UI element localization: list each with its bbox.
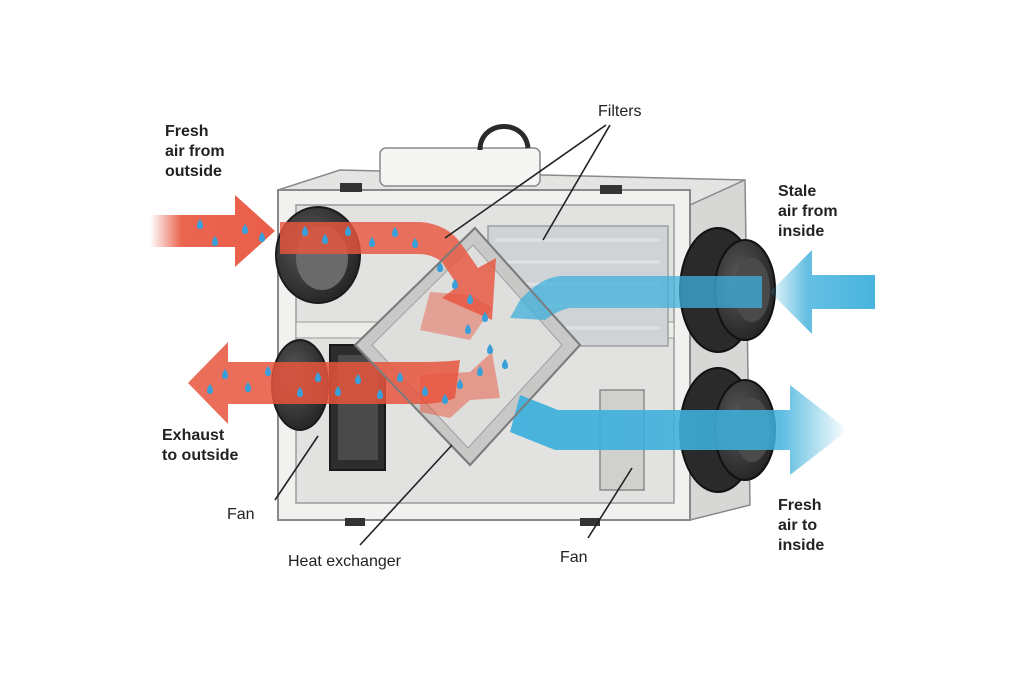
droplet <box>457 379 463 389</box>
arrow-stale-air-in <box>510 250 875 334</box>
droplet <box>322 234 328 244</box>
leader-fan-left <box>274 435 319 501</box>
leader-heat-exchanger <box>359 444 453 546</box>
arrow-fresh-air-in <box>150 195 496 340</box>
leader-filters-1 <box>444 124 607 239</box>
control-box <box>379 147 541 187</box>
droplet <box>412 238 418 248</box>
leader-filters-2 <box>542 124 611 241</box>
foot-left <box>345 518 365 526</box>
foot-right <box>580 518 600 526</box>
label-line: Fresh <box>778 497 822 514</box>
label-line: air to <box>778 517 818 534</box>
label-line: Stale <box>778 183 817 200</box>
droplet <box>422 386 428 396</box>
droplet <box>377 389 383 399</box>
droplet <box>397 372 403 382</box>
droplet <box>315 372 321 382</box>
label-line: inside <box>778 537 825 554</box>
label-fresh-air-to-inside: Fresh air to inside <box>778 496 824 556</box>
heat-exchanger-outline <box>353 226 582 467</box>
label-fan-left: Fan <box>227 506 255 523</box>
label-line: air from <box>165 143 225 160</box>
label-fan-right: Fan <box>560 549 588 566</box>
label-line: Fresh <box>165 123 209 140</box>
droplet <box>467 294 473 304</box>
droplet <box>369 237 375 247</box>
droplet <box>482 312 488 322</box>
droplet <box>302 226 308 236</box>
droplet <box>212 236 218 246</box>
droplet <box>452 279 458 289</box>
droplet <box>502 359 508 369</box>
droplet <box>465 324 471 334</box>
label-fresh-air-from-outside: Fresh air from outside <box>165 122 225 182</box>
arrow-fresh-air-out <box>510 385 848 475</box>
duct-left-top <box>275 206 361 304</box>
leader-lines <box>274 124 633 546</box>
leader-fan-right <box>587 467 633 539</box>
label-line: air from <box>778 203 838 220</box>
droplet <box>477 366 483 376</box>
droplet <box>487 344 493 354</box>
droplet <box>245 382 251 392</box>
droplet <box>197 219 203 229</box>
droplet <box>259 232 265 242</box>
latch-left <box>340 183 362 192</box>
moisture-droplets <box>197 219 508 404</box>
droplet <box>207 384 213 394</box>
label-line: inside <box>778 223 825 240</box>
droplet <box>355 374 361 384</box>
label-line: outside <box>165 163 222 180</box>
droplet <box>335 386 341 396</box>
label-stale-air-from-inside: Stale air from inside <box>778 182 838 242</box>
droplet <box>392 227 398 237</box>
label-exhaust-to-outside: Exhaust to outside <box>162 426 238 466</box>
label-heat-exchanger: Heat exchanger <box>288 553 401 570</box>
label-line: to outside <box>162 447 239 464</box>
label-filters: Filters <box>598 103 642 120</box>
label-line: Exhaust <box>162 427 225 444</box>
droplet <box>442 394 448 404</box>
droplet <box>242 224 248 234</box>
latch-right <box>600 185 622 194</box>
power-cord <box>477 124 531 151</box>
droplet <box>297 387 303 397</box>
droplet <box>345 226 351 236</box>
droplet <box>265 366 271 376</box>
droplet <box>222 369 228 379</box>
